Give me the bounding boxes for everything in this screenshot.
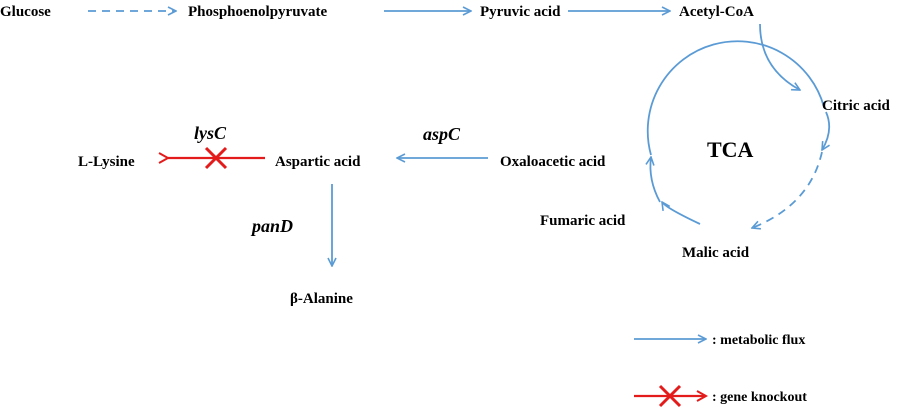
node-phosphoenolpyruvate: Phosphoenolpyruvate: [188, 4, 328, 20]
node-aspartic-acid: Aspartic acid: [275, 154, 361, 170]
node-beta-alanine: β-Alanine: [290, 291, 353, 307]
node-citric-acid: Citric acid: [822, 98, 891, 114]
legend-gene-knockout: : gene knockout: [712, 390, 807, 405]
gene-lysc: lysC: [194, 123, 227, 143]
arrow-acetylcoa-to-citrate: [759, 23, 800, 90]
gene-pand: panD: [250, 216, 293, 236]
node-malic-acid: Malic acid: [682, 245, 750, 261]
tca-arrow-to-citrate: [822, 111, 831, 150]
gene-aspc: aspC: [423, 124, 461, 144]
legend: : metabolic flux : gene knockout: [634, 333, 807, 408]
tca-arrow-malate-to-fumarate: [662, 202, 701, 225]
knockout-cross-icon: [204, 146, 228, 170]
legend-knockout-cross-icon: [658, 384, 682, 408]
node-l-lysine: L-Lysine: [78, 154, 135, 170]
tca-arrow-citrate-to-malate: [752, 151, 823, 228]
node-pyruvic-acid: Pyruvic acid: [480, 4, 561, 20]
tca-arrow-fumarate-to-oxaloacetate: [650, 157, 661, 203]
tca-arc-oxaloacetate-citrate: [646, 40, 825, 156]
tca-label: TCA: [707, 137, 754, 162]
node-acetyl-coa: Acetyl-CoA: [679, 4, 754, 20]
legend-metabolic-flux: : metabolic flux: [712, 333, 805, 348]
node-glucose: Glucose: [0, 4, 51, 20]
node-fumaric-acid: Fumaric acid: [540, 213, 626, 229]
node-oxaloacetic-acid: Oxaloacetic acid: [500, 154, 606, 170]
